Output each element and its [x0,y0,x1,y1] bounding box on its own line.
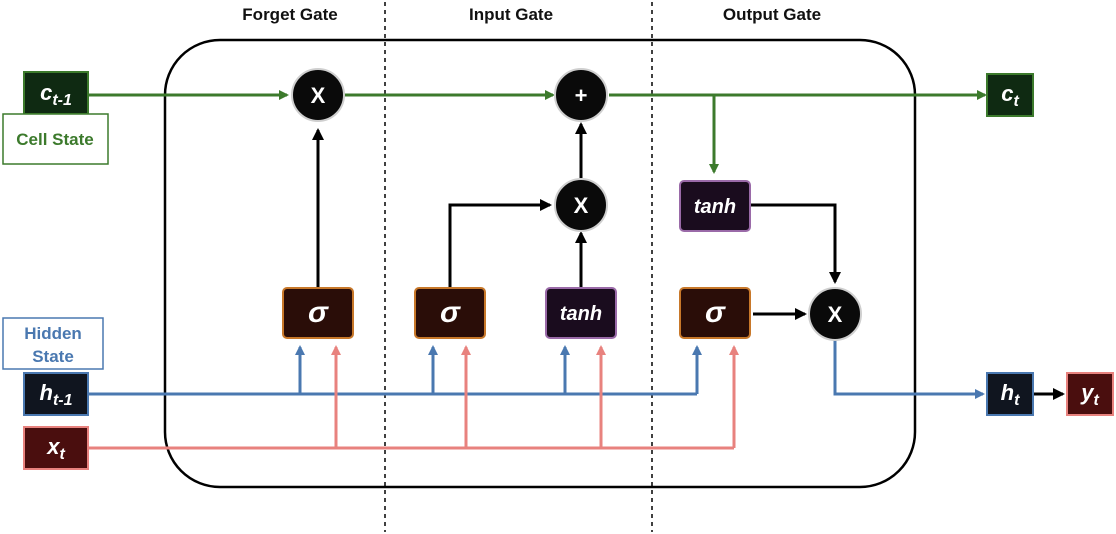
output-to-hidden-line [833,340,985,399]
hidden-state-tag: Hidden State [2,317,104,370]
input-multiply-node: X [554,178,608,232]
output-tanh-label: tanh [694,196,736,218]
forget-multiply-node: X [291,68,345,122]
forget-multiply-circle [291,68,345,122]
output-gate-title: Output Gate [723,5,821,24]
hidden-prev-box: ht-1 [23,372,89,416]
y-out-base: y [1080,380,1095,405]
input-sigma-label: σ [440,296,461,329]
hidden-out-label: ht [1001,380,1020,409]
input-sigma-rect [414,287,486,339]
cell-out-label: ct [1001,81,1019,110]
output-tanh-rect [679,180,751,232]
output-multiply-node: X [808,287,862,341]
hidden-out-sub: t [1014,392,1020,409]
forget-sigma-label: σ [308,296,329,329]
output-sigma-rect [679,287,751,339]
y-out-label: yt [1080,380,1099,409]
hidden-state-tag-line1: Hidden [24,324,82,343]
input-x-box: xt [23,426,89,470]
cell-prev-sub: t-1 [52,92,72,109]
hidden-state-tag-rect [2,317,104,370]
hidden-prev-base: h [39,380,52,405]
cell-state-tag: Cell State [2,113,109,165]
input-tanh-label: tanh [560,303,602,325]
cell-prev-label: ct-1 [40,80,72,109]
output-tanh-box: tanh [679,180,751,232]
hidden-prev-rect [23,372,89,416]
forget-gate-title: Forget Gate [242,5,337,24]
output-sigma-box: σ [679,287,751,339]
hidden-prev-label: ht-1 [39,380,72,409]
input-x-sub: t [59,446,65,463]
input-tanh-box: tanh [545,287,617,339]
input-gate-title: Input Gate [469,5,553,24]
forget-multiply-label: X [311,83,326,108]
cell-out-box: ct [986,73,1034,117]
input-x-label: xt [46,434,65,463]
cell-add-node: + [554,68,608,122]
output-multiply-circle [808,287,862,341]
hidden-out-rect [986,372,1034,416]
cell-add-label: + [575,83,588,108]
cell-prev-box: ct-1 [23,71,89,115]
cell-out-base: c [1001,81,1013,106]
hidden-out-box: ht [986,372,1034,416]
input-multiply-circle [554,178,608,232]
forget-sigma-box: σ [282,287,354,339]
output-tanh-to-multiply [750,203,841,284]
cell-out-rect [986,73,1034,117]
output-sigma-label: σ [705,296,726,329]
input-sigma-box: σ [414,287,486,339]
cell-state-tag-rect [2,113,109,165]
input-sigma-to-multiply [448,199,552,288]
input-x-rect [23,426,89,470]
y-out-rect [1066,372,1114,416]
output-multiply-label: X [828,302,843,327]
input-x-base: x [46,434,60,459]
cell-add-circle [554,68,608,122]
hidden-out-base: h [1001,380,1014,405]
cell-prev-base: c [40,80,52,105]
input-multiply-label: X [574,193,589,218]
y-out-box: yt [1066,372,1114,416]
cell-out-sub: t [1013,93,1019,110]
forget-sigma-rect [282,287,354,339]
hidden-state-tag-line2: State [32,347,74,366]
y-out-sub: t [1093,392,1099,409]
lstm-cell-frame [163,38,917,489]
hidden-prev-sub: t-1 [53,392,73,409]
cell-state-tag-label: Cell State [16,130,93,149]
input-tanh-rect [545,287,617,339]
